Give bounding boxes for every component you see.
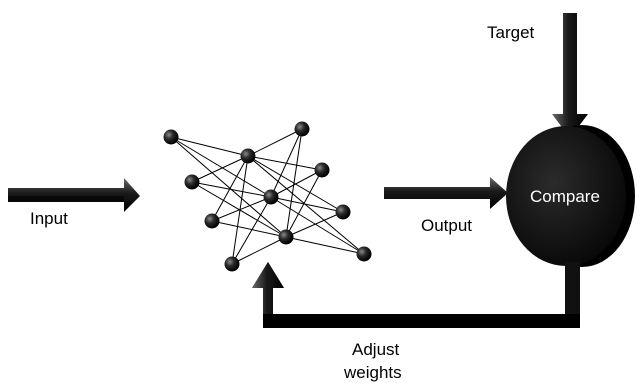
compare-disk — [506, 125, 635, 267]
node-output-4 — [356, 246, 372, 262]
node-hidden-1 — [240, 148, 256, 164]
adjust-weights-label-line1: Adjust — [352, 340, 400, 359]
input-arrow — [8, 178, 140, 212]
neural-network-icon — [163, 121, 372, 272]
node-input-3 — [204, 213, 220, 229]
network-edges — [170, 128, 365, 265]
adjust-weights-label-line2: weights — [343, 363, 402, 382]
node-input-4 — [224, 256, 240, 272]
compare-label: Compare — [530, 187, 600, 206]
target-label: Target — [487, 23, 535, 42]
network-nodes — [163, 121, 372, 272]
node-output-2 — [314, 162, 330, 178]
node-output-3 — [335, 204, 351, 220]
node-hidden-2 — [263, 189, 279, 205]
target-arrow — [552, 13, 588, 138]
input-label: Input — [30, 209, 68, 228]
node-input-2 — [184, 174, 200, 190]
output-arrow — [384, 177, 508, 209]
feedback-arrow — [252, 262, 580, 328]
node-hidden-3 — [278, 229, 294, 245]
node-input-1 — [163, 129, 179, 145]
node-output-1 — [294, 121, 310, 137]
output-label: Output — [421, 216, 472, 235]
